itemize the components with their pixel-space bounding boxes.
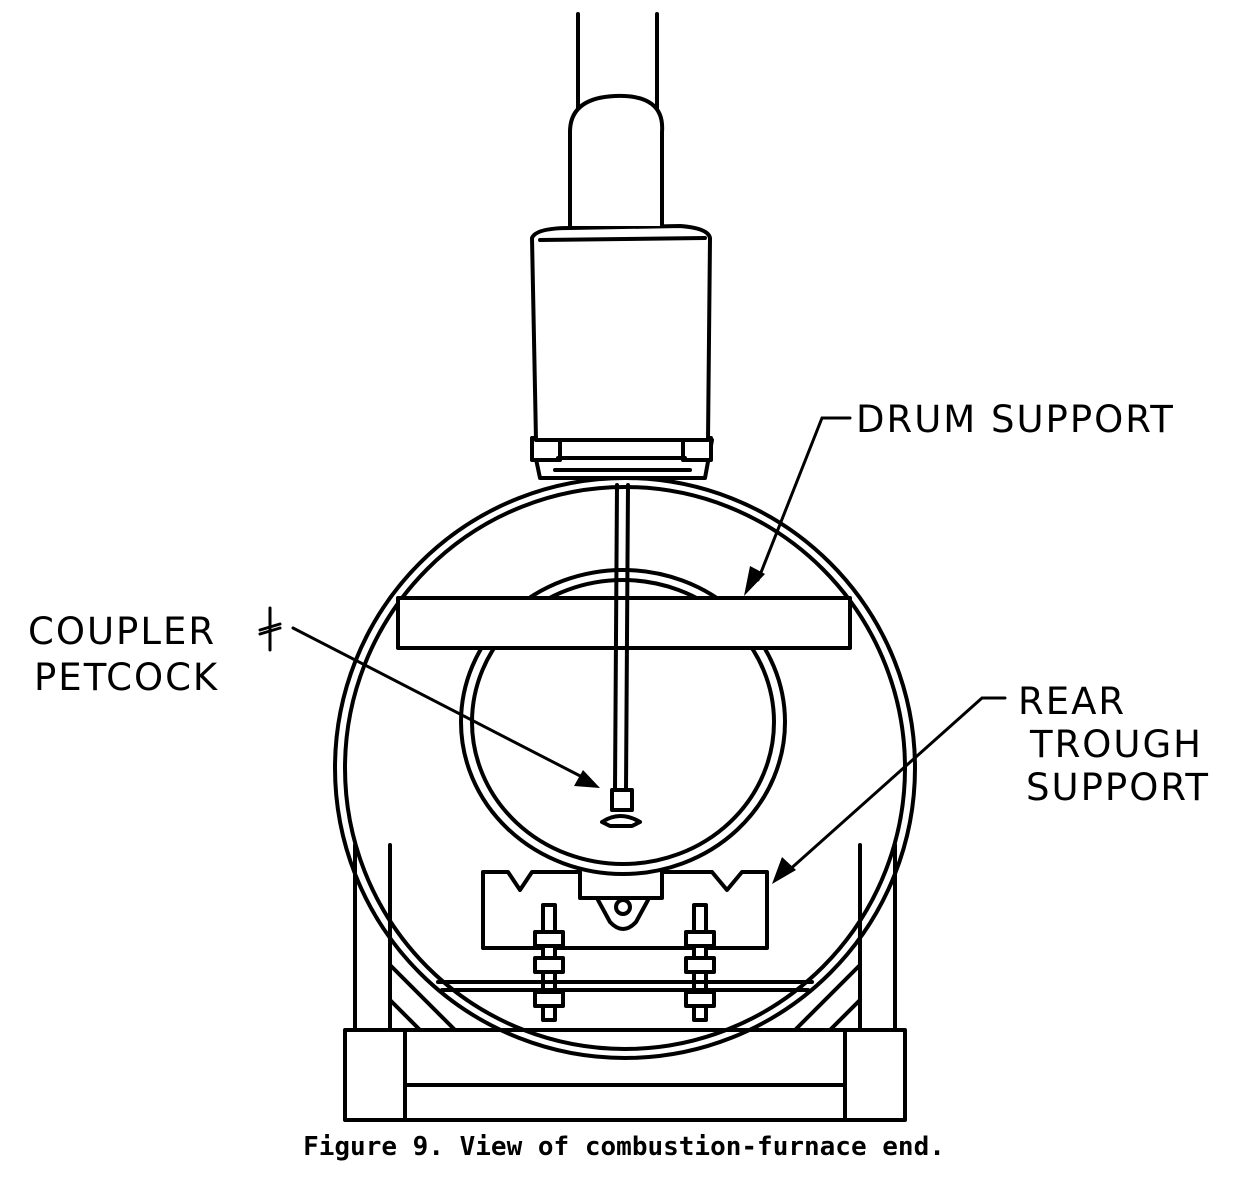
petcock-rod [600, 483, 642, 828]
upper-cap [568, 93, 665, 226]
rear-label: REAR [1018, 680, 1127, 723]
rear-trough-support [481, 870, 769, 950]
drum-support-bar [396, 596, 852, 650]
vertical-housing [530, 224, 712, 442]
leader-lines [258, 416, 1007, 884]
trough-label: TROUGH [1030, 723, 1204, 766]
figure-caption: Figure 9. View of combustion-furnace end… [303, 1132, 945, 1162]
coupler-label: COUPLER [28, 610, 217, 653]
support-label: SUPPORT [1026, 766, 1210, 809]
petcock-label: PETCOCK [34, 656, 220, 699]
top-bracket [530, 436, 714, 480]
drum-support-label: DRUM SUPPORT [856, 398, 1175, 441]
top-pipe [576, 12, 659, 110]
bottom-rail [436, 980, 814, 992]
combustion-tube [459, 568, 787, 876]
